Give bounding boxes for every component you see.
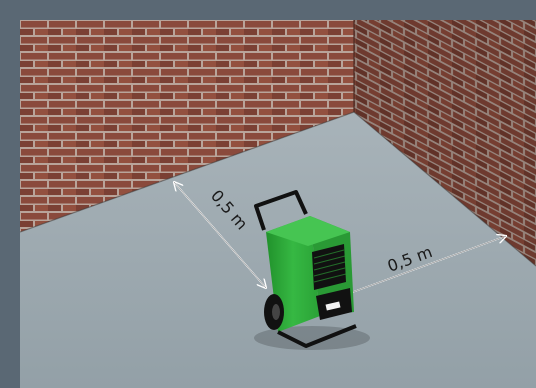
placement-diagram: 0,5 m 0,5 m <box>20 20 536 388</box>
